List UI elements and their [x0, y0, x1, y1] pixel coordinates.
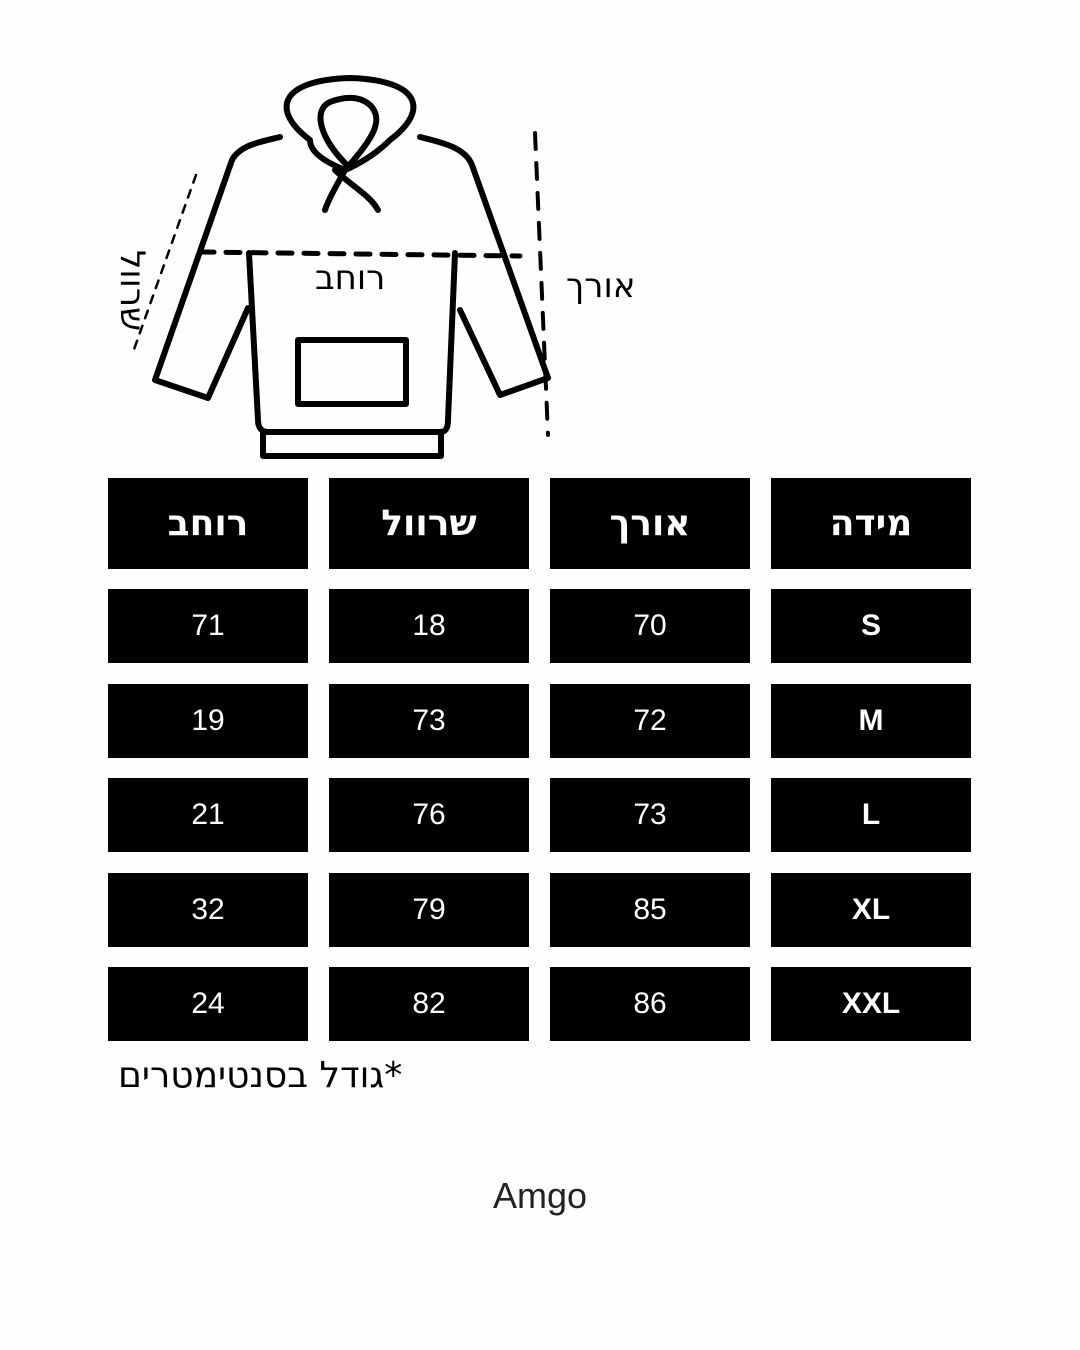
- header-size: מידה: [771, 478, 971, 569]
- cell-width: 71: [108, 589, 308, 663]
- cell-length: 72: [550, 684, 750, 758]
- cell-size: M: [771, 684, 971, 758]
- cell-width: 32: [108, 873, 308, 947]
- sleeve-label: שרוול: [112, 250, 152, 332]
- cell-length: 85: [550, 873, 750, 947]
- cell-sleeve: 73: [329, 684, 529, 758]
- cell-width: 21: [108, 778, 308, 852]
- cell-length: 70: [550, 589, 750, 663]
- cell-width: 24: [108, 967, 308, 1041]
- units-note: *גודל בסנטימטרים: [118, 1055, 403, 1096]
- header-width: רוחב: [108, 478, 308, 569]
- cell-size: L: [771, 778, 971, 852]
- cell-size: XXL: [771, 967, 971, 1041]
- width-label: רוחב: [315, 258, 386, 298]
- cell-width: 19: [108, 684, 308, 758]
- hoodie-diagram-icon: [130, 75, 551, 459]
- brand-name: Amgo: [492, 1175, 588, 1216]
- cell-size: XL: [771, 873, 971, 947]
- header-sleeve: שרוול: [329, 478, 529, 569]
- cell-sleeve: 18: [329, 589, 529, 663]
- cell-length: 86: [550, 967, 750, 1041]
- cell-sleeve: 79: [329, 873, 529, 947]
- header-length: אורך: [550, 478, 750, 569]
- cell-size: S: [771, 589, 971, 663]
- cell-sleeve: 82: [329, 967, 529, 1041]
- cell-sleeve: 76: [329, 778, 529, 852]
- length-label: אורך: [566, 266, 636, 306]
- cell-length: 73: [550, 778, 750, 852]
